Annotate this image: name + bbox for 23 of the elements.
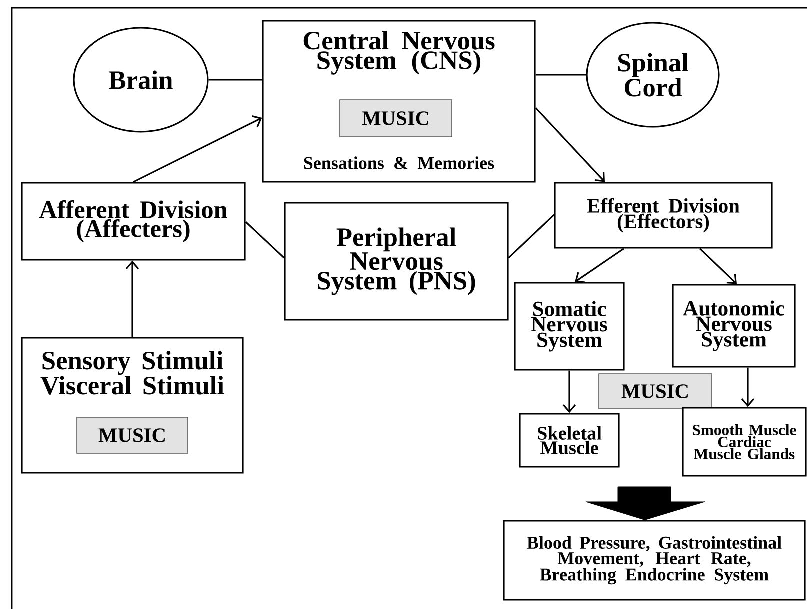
arrow bbox=[562, 370, 576, 414]
arrow bbox=[575, 248, 624, 284]
system-box: Autonomic Nervous System bbox=[672, 284, 796, 368]
arrow bbox=[535, 107, 605, 182]
arrow bbox=[126, 260, 140, 338]
arrow bbox=[133, 116, 262, 183]
arrow bbox=[741, 368, 755, 408]
music-button: MUSIC bbox=[598, 374, 712, 410]
effector-box: Smooth Muscle Cardiac Muscle Glands bbox=[682, 407, 807, 477]
music-button: MUSIC bbox=[76, 417, 188, 454]
division-box: Efferent Division (Effectors) bbox=[554, 182, 773, 249]
block-arrow bbox=[586, 486, 706, 520]
music-button: MUSIC bbox=[340, 100, 452, 138]
system-box: Somatic Nervous System bbox=[514, 282, 625, 371]
outcome-box: Blood Pressure, Gastrointestinal Movement, Heart Rate, Breathing Endocrine System bbox=[503, 520, 806, 601]
connector-line bbox=[536, 74, 586, 76]
connector-line bbox=[245, 221, 285, 259]
arrow bbox=[699, 248, 737, 284]
connector-line bbox=[208, 79, 262, 81]
connector-line bbox=[508, 214, 555, 259]
system-box: Peripheral Nervous System (PNS) bbox=[284, 202, 509, 321]
division-box: Afferent Division (Affecters) bbox=[21, 182, 246, 261]
effector-box: Skeletal Muscle bbox=[519, 413, 620, 468]
